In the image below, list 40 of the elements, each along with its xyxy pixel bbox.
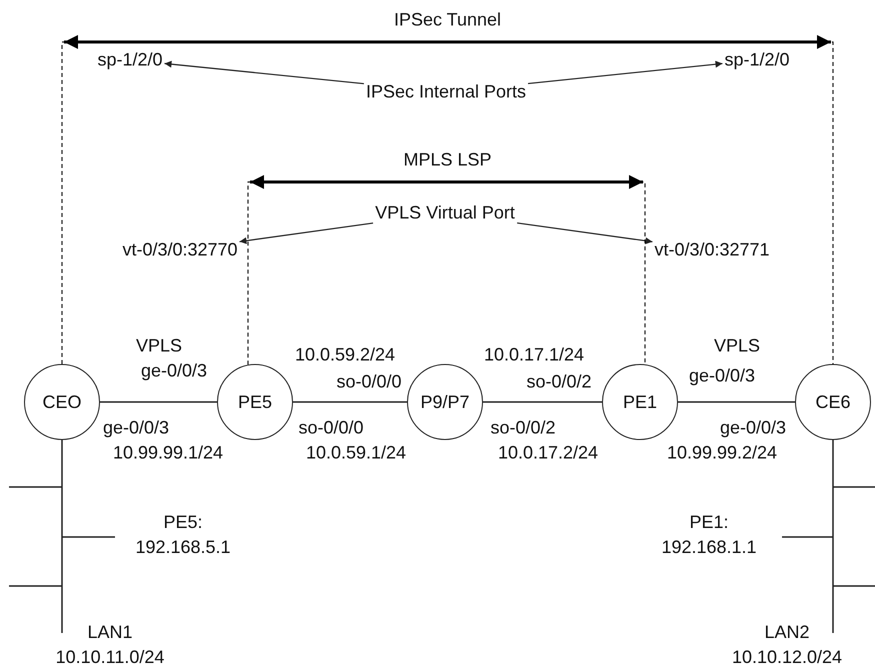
router-name: PE5	[238, 392, 272, 412]
port-label: sp-1/2/0	[95, 50, 165, 70]
link-line	[678, 401, 795, 403]
interface-label: 10.0.17.2/24	[498, 442, 598, 464]
link-line	[293, 401, 407, 403]
interface-label: ge-0/0/3	[688, 364, 756, 388]
edge-label: IPSec Tunnel	[394, 8, 502, 32]
interface-label: 10.99.99.2/24	[666, 442, 778, 464]
dashed-connector	[248, 182, 646, 366]
interface-label: 10.0.17.1/24	[484, 344, 584, 366]
interface-label: 10.99.99.1/24	[112, 442, 224, 464]
interface-label: VPLS	[136, 334, 182, 358]
router-name: P9/P7	[420, 392, 470, 412]
router-name: CE6	[815, 392, 850, 412]
link-line	[483, 401, 602, 403]
interface-label: ge-0/0/3	[720, 416, 786, 440]
interface-label: ge-0/0/3	[140, 360, 208, 382]
edge-label: MPLS LSP	[403, 148, 492, 172]
interface-label: so-0/0/0	[298, 416, 364, 440]
interface-label: so-0/0/2	[526, 370, 592, 394]
lan-label: LAN1 10.10.11.0/24	[56, 621, 164, 668]
router-name: CEO	[42, 392, 82, 412]
interface-label: ge-0/0/3	[102, 416, 170, 440]
interface-label: VPLS	[714, 334, 760, 358]
pointer-arrow	[239, 222, 374, 244]
pointer-arrow	[528, 60, 723, 84]
pointer-arrow	[164, 60, 364, 84]
link-line	[100, 401, 217, 403]
interface-label: 10.0.59.2/24	[294, 344, 396, 366]
interface-label: so-0/0/0	[336, 370, 402, 394]
port-label: sp-1/2/0	[722, 50, 792, 70]
router-name: PE1	[622, 392, 658, 412]
dashed-connector	[62, 42, 834, 364]
lan-label: LAN2 10.10.12.0/24	[732, 621, 842, 668]
interface-label: 10.0.59.1/24	[306, 442, 406, 464]
pointer-arrow	[516, 222, 653, 244]
interface-label: so-0/0/2	[490, 416, 556, 440]
loopback-label: PE5: 192.168.5.1	[135, 511, 231, 559]
loopback-label: PE1: 192.168.1.1	[661, 511, 757, 559]
port-label: VPLS Virtual Port	[373, 202, 517, 224]
